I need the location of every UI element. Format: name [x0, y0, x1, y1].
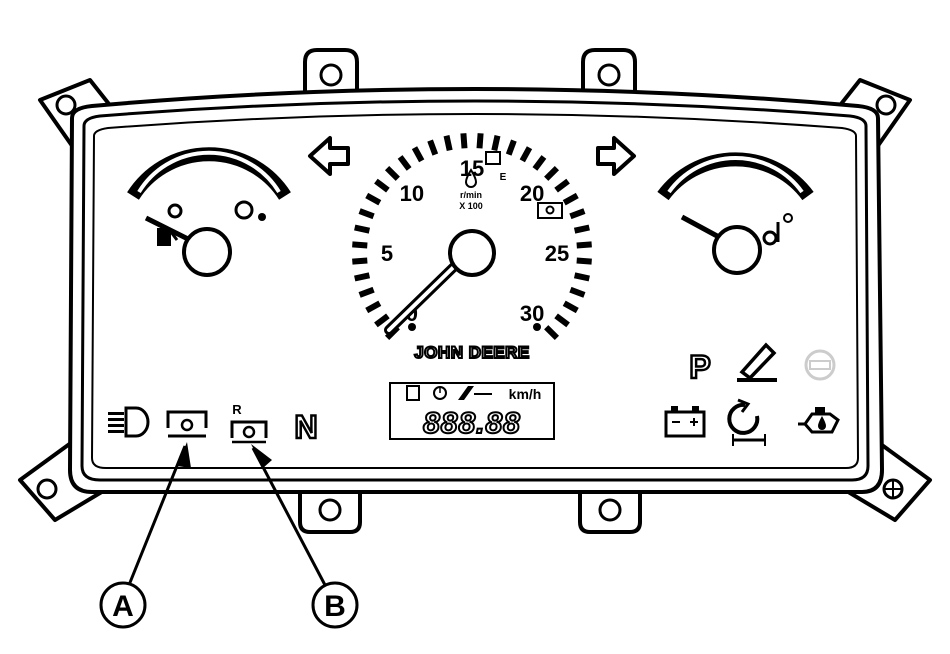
tachometer-e-mark: E: [500, 172, 507, 183]
tachometer-label: 5: [381, 241, 393, 266]
tachometer-tick: [576, 241, 592, 249]
tachometer-tick: [554, 313, 570, 328]
tachometer-tick: [554, 178, 570, 193]
tachometer-tick: [573, 272, 590, 282]
tachometer-tick: [532, 155, 547, 171]
gear-box-icon: [537, 202, 563, 219]
coolant-temperature-icon: [762, 213, 793, 246]
pto-rear-indicator: R: [230, 402, 268, 444]
tachometer-label: 20: [520, 181, 544, 206]
tachometer-tick: [365, 192, 382, 206]
tachometer-tick: [443, 135, 453, 152]
callout-a: A: [99, 442, 191, 629]
cluster-housing: [18, 48, 932, 534]
speed-wheel-icon: [458, 386, 492, 400]
callout-a-label: A: [112, 590, 134, 623]
tachometer-hub: [448, 229, 496, 277]
tachometer-tick: [562, 192, 579, 206]
tachometer-tick: [427, 139, 439, 156]
tachometer-tick: [573, 224, 590, 234]
tachometer-tick: [411, 146, 425, 163]
hole-crosshair: [883, 479, 903, 499]
fuel-pump-icon: [157, 228, 179, 246]
tachometer-labels: 051015202530: [381, 156, 569, 326]
hand-brake-icon: [737, 342, 777, 382]
tachometer-tick: [374, 178, 390, 193]
tachometer: 051015202530 r/min X 100 E: [352, 133, 592, 341]
clock-icon: [433, 386, 447, 400]
tachometer-tick: [491, 135, 501, 152]
stop-sign-icon: [804, 349, 836, 381]
callout-b-leader: [251, 447, 327, 586]
tachometer-tick: [384, 165, 400, 181]
lcd-digits: 888.88: [423, 407, 521, 440]
tachometer-tick: [352, 241, 368, 249]
temperature-gauge-hub: [712, 225, 762, 275]
tachometer-tick: [519, 146, 533, 163]
lcd-unit: km/h: [509, 386, 542, 402]
fifteen-box-icon: [485, 151, 501, 165]
battery-icon: [664, 406, 706, 438]
brand-name: JOHN DEERE: [414, 343, 530, 362]
reverse-label: R: [232, 402, 242, 417]
fuel-gauge: [127, 147, 291, 277]
tachometer-tick: [374, 313, 390, 328]
tachometer-tick: [544, 165, 560, 181]
tachometer-tick: [569, 286, 586, 298]
tachometer-tick: [358, 286, 375, 298]
park-indicator: P: [689, 349, 710, 385]
callout-b: B: [251, 444, 359, 629]
tachometer-tick: [569, 208, 586, 220]
tachometer-ticks: [352, 133, 592, 341]
headlight-icon: [108, 406, 150, 438]
lcd-display: km/h 888.88: [389, 382, 555, 441]
callout-b-label: B: [324, 590, 346, 623]
tachometer-label: 25: [545, 241, 569, 266]
tachometer-label: 10: [400, 181, 424, 206]
tachometer-tick: [352, 257, 368, 265]
tachometer-tick: [562, 300, 579, 314]
inner-bezel: [80, 99, 870, 482]
tachometer-tick: [476, 133, 484, 149]
callout-a-leader: [127, 445, 187, 586]
tachometer-tick: [354, 224, 371, 234]
tachometer-label: 15: [460, 156, 484, 181]
tachometer-tick: [576, 257, 592, 265]
tachometer-label: 30: [520, 301, 544, 326]
fuel-gauge-hub: [182, 227, 232, 277]
tachometer-tick: [544, 325, 560, 341]
tachometer-tick: [460, 133, 468, 149]
dial-face: [90, 113, 860, 469]
oil-drop-icon: [464, 168, 478, 188]
temperature-gauge: [657, 152, 814, 275]
pto-front-indicator: [166, 410, 208, 438]
tachometer-tick: [505, 139, 517, 156]
oil-pressure-icon: [798, 407, 840, 434]
tachometer-tick: [397, 155, 412, 171]
tachometer-multiplier: X 100: [459, 201, 483, 211]
neutral-indicator: N: [294, 409, 317, 445]
tachometer-tick: [365, 300, 382, 314]
left-turn-arrow-icon: [308, 136, 350, 176]
tachometer-tick: [354, 272, 371, 282]
tachometer-tick: [358, 208, 375, 220]
right-turn-arrow-icon: [596, 136, 636, 176]
tachometer-unit: r/min: [460, 190, 482, 200]
air-filter-icon: [727, 398, 766, 446]
